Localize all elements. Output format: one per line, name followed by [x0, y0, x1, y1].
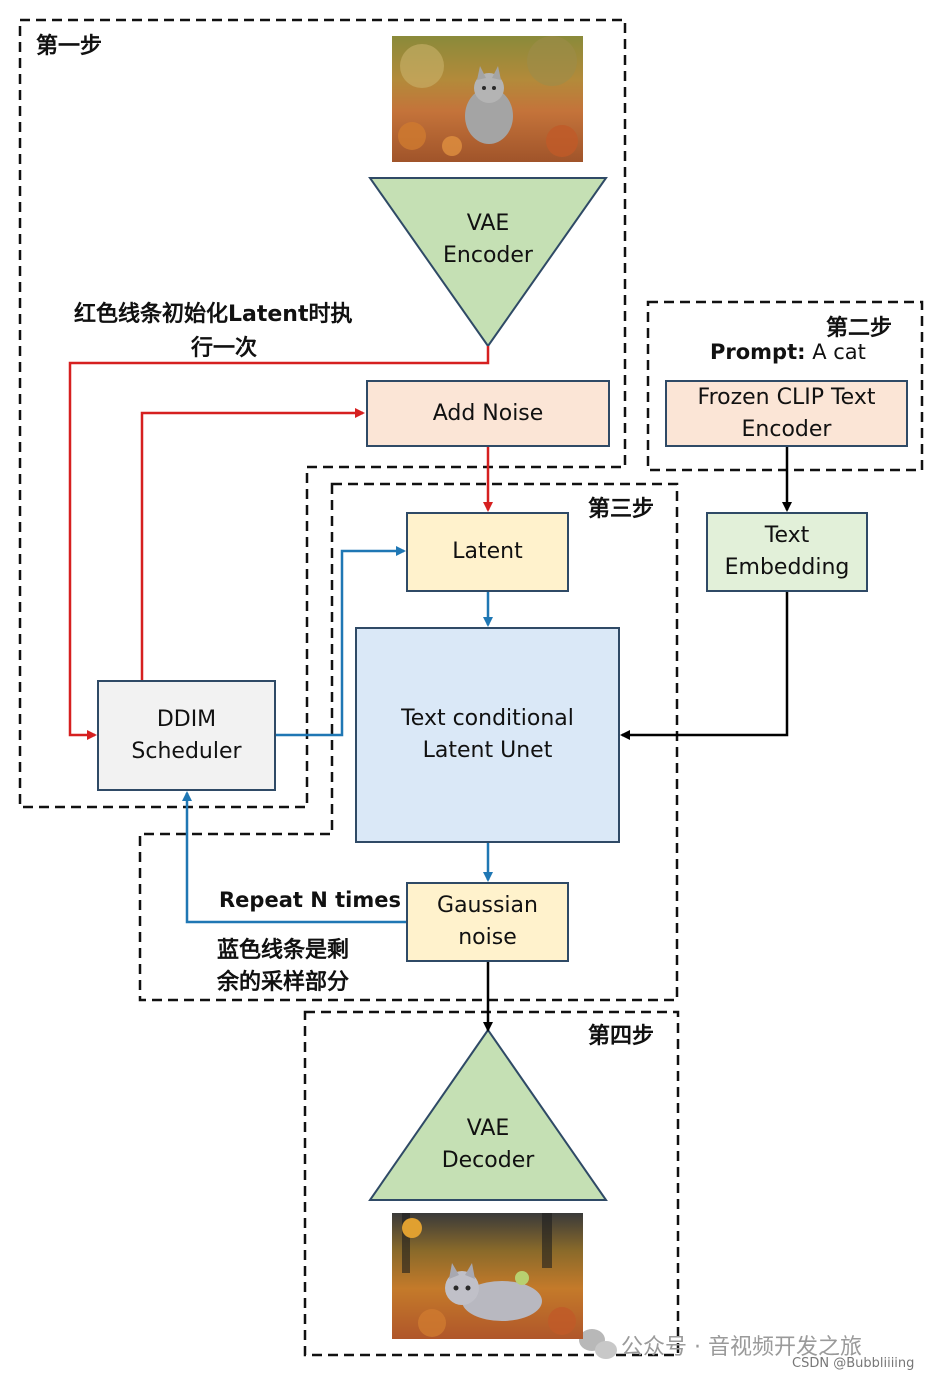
repeat-label: Repeat N times: [219, 888, 401, 912]
csdn-watermark: CSDN @Bubbliiiing: [792, 1356, 915, 1371]
vae-encoder-shape: [368, 177, 608, 348]
wechat-logo-icon: [579, 1329, 617, 1359]
vae-decoder-node: VAE Decoder: [420, 1110, 556, 1180]
step4-frame: [303, 1010, 680, 1357]
ddim-line2: Scheduler: [131, 738, 242, 764]
vae-encoder-line2: Encoder: [443, 243, 533, 268]
text-embedding-line2: Embedding: [724, 555, 850, 580]
vae-decoder-line1: VAE: [466, 1116, 510, 1141]
step4-label: 第四步: [588, 1024, 655, 1049]
output-cat-image: [392, 1213, 583, 1339]
blue-line-ddim-to-latent: [276, 546, 406, 737]
add-noise-node: Add Noise: [366, 380, 610, 447]
ddim-scheduler-node: DDIM Scheduler: [97, 680, 276, 791]
clip-line2: Encoder: [741, 416, 832, 442]
gaussian-line1: Gaussian: [437, 893, 538, 918]
vae-decoder-line2: Decoder: [441, 1148, 535, 1173]
step2-label: 第二步: [826, 316, 893, 341]
clip-line1: Frozen CLIP Text: [697, 384, 876, 410]
step1-frame: [18, 18, 627, 809]
gaussian-line2: noise: [458, 925, 517, 950]
vae-encoder-node: VAE Encoder: [420, 205, 556, 275]
prompt-text: Prompt: A cat: [710, 340, 866, 364]
add-noise-label: Add Noise: [432, 400, 544, 426]
red-note-line2: 行一次: [191, 336, 258, 361]
red-line-ddim-to-add-noise: [140, 408, 365, 680]
step2-frame: [646, 300, 924, 472]
unet-line1: Text conditional: [401, 706, 574, 731]
text-embedding-node: Text Embedding: [706, 512, 868, 592]
latent-label: Latent: [452, 539, 523, 564]
prompt-label: Prompt:: [710, 340, 806, 364]
ddim-line1: DDIM: [156, 706, 217, 732]
blue-note-line1: 蓝色线条是剩: [217, 938, 350, 963]
channel-watermark: 公众号 · 音视频开发之旅: [621, 1335, 862, 1360]
black-line-embedding-to-unet: [620, 592, 789, 740]
unet-line2: Latent Unet: [422, 738, 553, 763]
red-note-line1: 红色线条初始化Latent时执: [74, 302, 353, 327]
blue-line-gaussian-to-ddim: [182, 791, 406, 924]
gaussian-noise-node: Gaussian noise: [406, 882, 569, 962]
clip-encoder-node: Frozen CLIP Text Encoder: [665, 380, 908, 447]
step3-frame: [138, 482, 679, 1002]
text-embedding-line1: Text: [764, 523, 810, 548]
latent-node: Latent: [406, 512, 569, 592]
step1-label: 第一步: [36, 34, 103, 59]
vae-decoder-shape: [368, 1028, 608, 1201]
unet-node: Text conditional Latent Unet: [355, 627, 620, 843]
step3-label: 第三步: [588, 497, 655, 522]
blue-note-line2: 余的采样部分: [217, 970, 350, 995]
input-cat-image: [392, 36, 583, 162]
vae-encoder-line1: VAE: [466, 211, 510, 236]
red-line-encoder-to-ddim: [68, 346, 490, 740]
prompt-value: A cat: [805, 340, 866, 364]
